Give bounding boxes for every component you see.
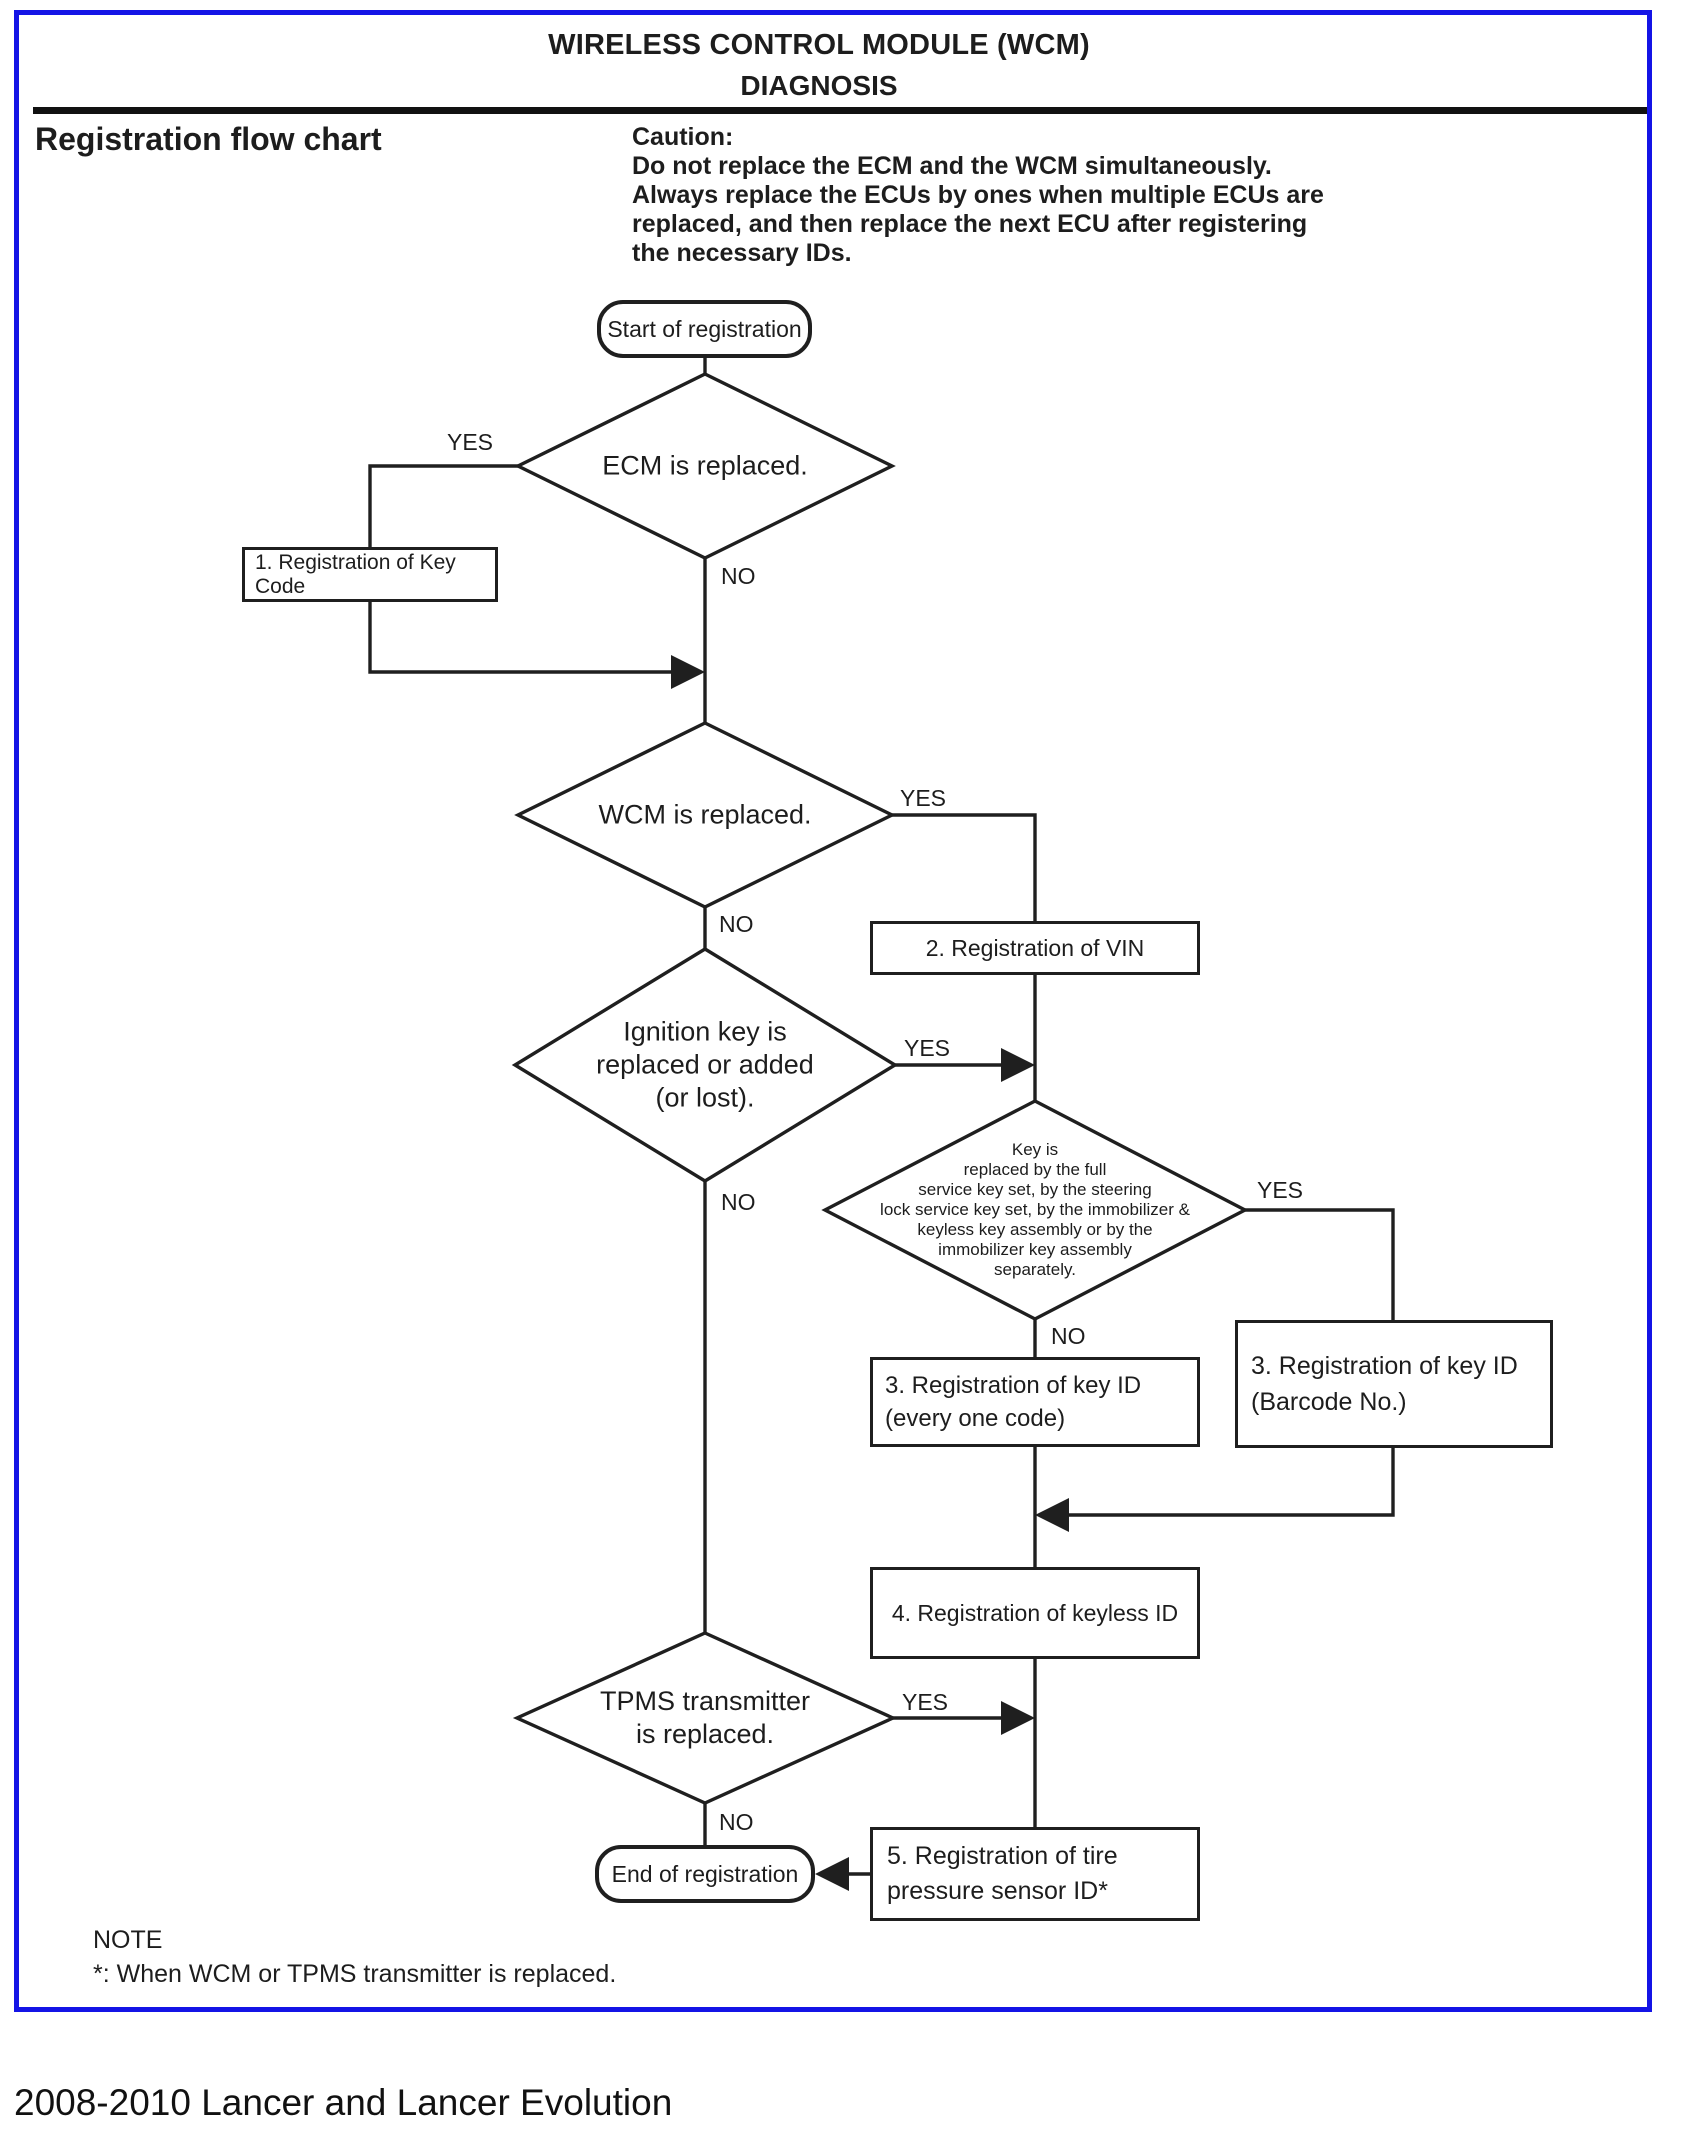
arrowhead-right [1001, 1701, 1035, 1735]
note-text: *: When WCM or TPMS transmitter is repla… [93, 1960, 617, 1988]
terminator-start: Start of registration [597, 300, 812, 358]
section-title: Registration flow chart [35, 121, 382, 157]
caution-line: replaced, and then replace the next ECU … [632, 210, 1308, 238]
decision-wcm-text: WCM is replaced. [598, 799, 812, 830]
process-key-id-every: 3. Registration of key ID (every one cod… [870, 1357, 1200, 1447]
caution-block: Caution: Do not replace the ECM and the … [632, 123, 1642, 268]
decision-keyset-shape [821, 1099, 1249, 1321]
header-rule [33, 107, 1647, 114]
process-line: (every one code) [885, 1405, 1066, 1432]
terminator-end: End of registration [595, 1845, 815, 1903]
note-label: NOTE [93, 1926, 163, 1954]
decision-wcm-shape [514, 721, 896, 909]
arrowhead-right [671, 655, 705, 689]
decision-tpms-text: TPMS transmitter is replaced. [600, 1685, 810, 1751]
connector-ecm-yes [368, 464, 518, 549]
decision-line: (or lost). [655, 1082, 755, 1113]
decision-ignition-shape [511, 947, 899, 1183]
process-line: 3. Registration of key ID [885, 1372, 1142, 1399]
process-key-id-every-text: 3. Registration of key ID (every one cod… [873, 1369, 1147, 1435]
decision-line: separately. [994, 1260, 1076, 1279]
process-key-id-barcode-text: 3. Registration of key ID (Barcode No.) [1238, 1348, 1524, 1420]
page-title: WIRELESS CONTROL MODULE (WCM) [548, 29, 1090, 61]
arrowhead-right [1001, 1048, 1035, 1082]
process-keyless-label: 4. Registration of keyless ID [891, 1599, 1179, 1626]
caution-line: the necessary IDs. [632, 239, 852, 267]
decision-ecm-shape [514, 372, 896, 560]
label-yes-tpms: YES [902, 1689, 949, 1715]
label-no-ignition: NO [721, 1189, 756, 1215]
process-line: 3. Registration of key ID [1251, 1352, 1518, 1380]
label-yes-keyset: YES [1257, 1177, 1304, 1203]
decision-ignition-text: Ignition key is replaced or added (or lo… [596, 1016, 814, 1115]
decision-keyset-text: Key is replaced by the full service key … [880, 1140, 1190, 1280]
decision-line: TPMS transmitter [599, 1686, 811, 1716]
connector-barcode-merge [1067, 1448, 1395, 1517]
diagram-frame: WIRELESS CONTROL MODULE (WCM) DIAGNOSIS … [14, 10, 1652, 2012]
decision-line: is replaced. [635, 1719, 775, 1749]
process-line: (Barcode No.) [1251, 1388, 1407, 1416]
caution-label: Caution: [632, 123, 734, 151]
page-header: WIRELESS CONTROL MODULE (WCM) DIAGNOSIS [19, 29, 1619, 102]
process-vin-label: 2. Registration of VIN [925, 934, 1145, 961]
connector-wcm-yes [892, 813, 1037, 923]
process-tire: 5. Registration of tire pressure sensor … [870, 1827, 1200, 1921]
page-subtitle: DIAGNOSIS [740, 70, 898, 101]
decision-line: keyless key assembly or by the [917, 1220, 1153, 1239]
connector-keyset-yes [1245, 1208, 1395, 1322]
label-yes-ignition: YES [904, 1035, 951, 1061]
connector-keycode-merge [368, 602, 673, 674]
process-tire-text: 5. Registration of tire pressure sensor … [873, 1839, 1124, 1909]
process-vin: 2. Registration of VIN [870, 921, 1200, 975]
decision-tpms-shape [512, 1631, 898, 1805]
terminator-end-label: End of registration [611, 1860, 799, 1887]
decision-line: replaced or added [596, 1049, 814, 1080]
label-no-wcm: NO [719, 911, 754, 937]
process-line: 5. Registration of tire [887, 1842, 1118, 1870]
decision-line: immobilizer key assembly [938, 1240, 1132, 1259]
caution-line: Do not replace the ECM and the WCM simul… [632, 152, 1272, 180]
process-line: pressure sensor ID* [887, 1877, 1108, 1905]
footer-model-text: 2008-2010 Lancer and Lancer Evolution [14, 2082, 673, 2123]
decision-line: service key set, by the steering [918, 1180, 1152, 1199]
arrowhead-left [815, 1857, 849, 1891]
terminator-start-label: Start of registration [607, 315, 802, 342]
label-no-keyset: NO [1051, 1323, 1086, 1349]
label-no-ecm: NO [721, 563, 756, 589]
decision-ecm-text: ECM is replaced. [602, 450, 808, 481]
label-no-tpms: NO [719, 1809, 754, 1835]
decision-line: replaced by the full [963, 1160, 1107, 1179]
label-yes-ecm: YES [447, 429, 494, 455]
process-key-code-label: 1. Registration of Key Code [255, 550, 456, 598]
decision-line: Ignition key is [623, 1016, 787, 1047]
caution-line: Always replace the ECUs by ones when mul… [632, 181, 1324, 209]
decision-line: lock service key set, by the immobilizer… [880, 1200, 1190, 1219]
label-yes-wcm: YES [900, 785, 947, 811]
process-key-id-barcode: 3. Registration of key ID (Barcode No.) [1235, 1320, 1553, 1448]
arrowhead-left [1035, 1498, 1069, 1532]
flowchart-wires [368, 358, 1395, 1891]
decision-line: Key is [1011, 1140, 1059, 1159]
process-keyless: 4. Registration of keyless ID [870, 1567, 1200, 1659]
process-key-code: 1. Registration of Key Code [242, 547, 498, 602]
note-block: NOTE *: When WCM or TPMS transmitter is … [93, 1923, 616, 1991]
